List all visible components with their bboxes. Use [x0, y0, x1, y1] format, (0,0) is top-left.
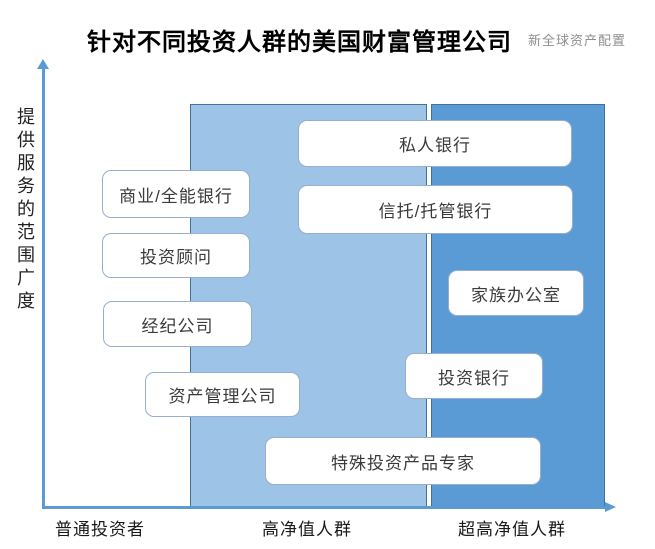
y-axis-line	[42, 68, 45, 508]
x-category-high-net-worth: 高净值人群	[262, 520, 352, 539]
x-category-ordinary-investors: 普通投资者	[55, 520, 145, 539]
node-family-office: 家族办公室	[448, 270, 584, 316]
page-title: 针对不同投资人群的美国财富管理公司	[87, 29, 512, 56]
node-brokerage-firm: 经纪公司	[103, 301, 252, 347]
node-commercial-universal-bank: 商业/全能银行	[102, 170, 250, 218]
node-asset-management-company: 资产管理公司	[145, 372, 300, 417]
watermark-text: 新全球资产配置	[528, 33, 627, 48]
x-axis-arrow-icon	[605, 502, 616, 512]
node-investment-advisor: 投资顾问	[102, 233, 250, 278]
node-trust-custodian-bank: 信托/托管银行	[298, 185, 573, 234]
node-investment-bank: 投资银行	[405, 353, 543, 399]
x-category-ultra-high-net-worth: 超高净值人群	[458, 520, 566, 539]
node-special-investment-product-specialist: 特殊投资产品专家	[265, 437, 541, 485]
y-axis-label: 提供服务的范围广度	[15, 107, 35, 314]
y-axis-arrow-icon	[37, 59, 49, 69]
x-axis-line	[42, 506, 606, 509]
node-private-bank: 私人银行	[298, 120, 572, 167]
